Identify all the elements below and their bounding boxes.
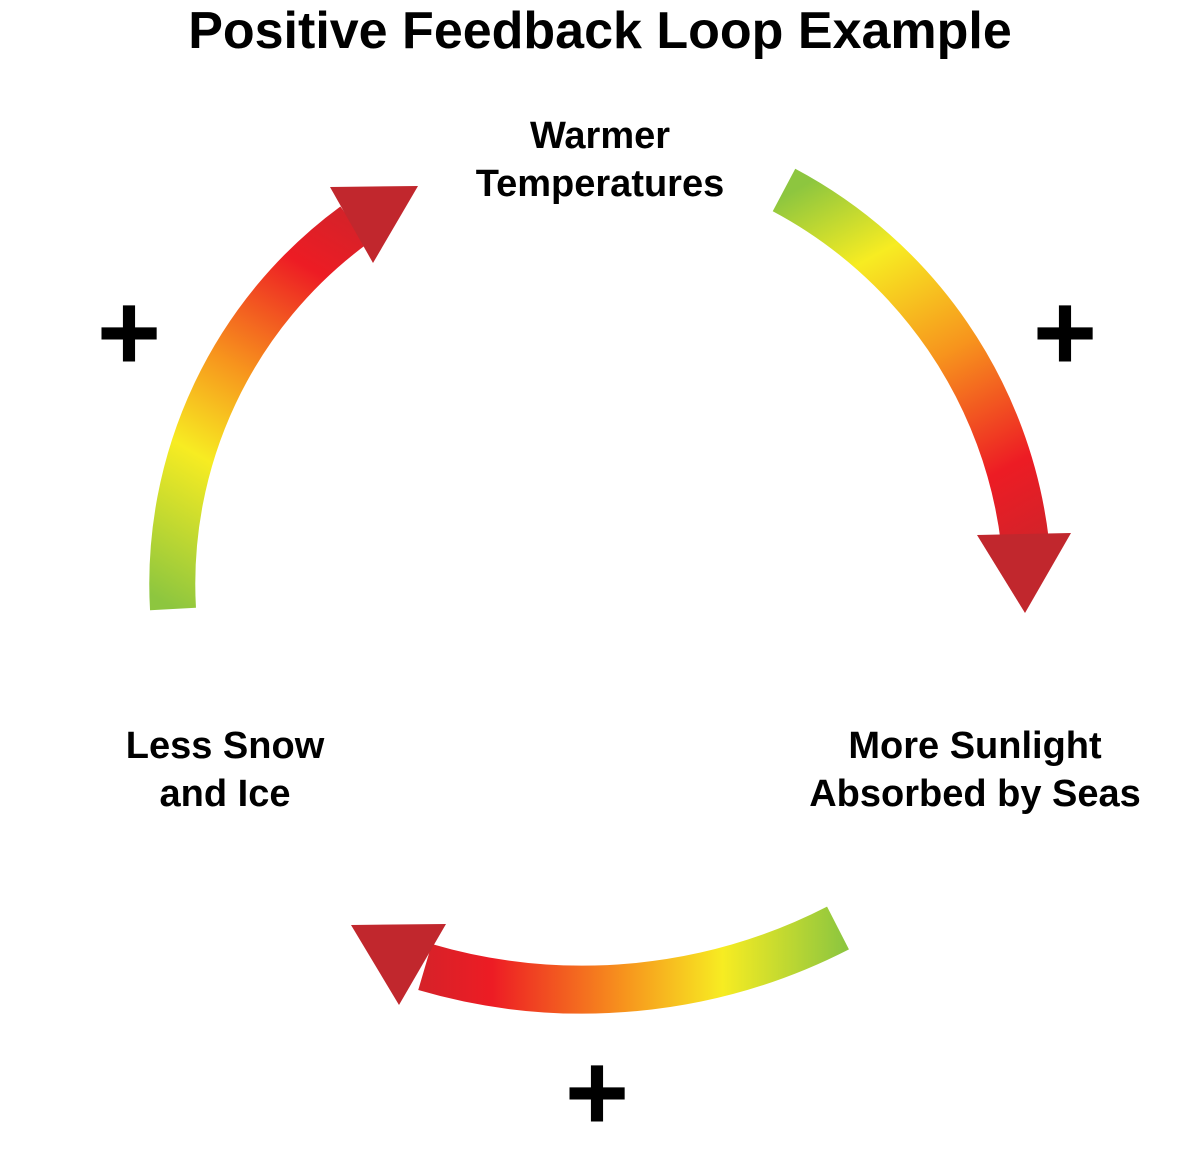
arrow-head	[330, 186, 418, 263]
arrow-head	[351, 924, 446, 1005]
plus-sign-bottom: +	[564, 1031, 630, 1154]
node-warmer-temperatures: Warmer Temperatures	[400, 112, 800, 208]
plus-sign-left: +	[96, 271, 162, 394]
arrow-shaft	[149, 206, 368, 611]
arrow-shaft	[772, 168, 1049, 545]
arrow-shaft	[418, 906, 849, 1014]
node-label-line: Warmer	[529, 115, 671, 157]
arrow-head	[977, 533, 1071, 613]
node-label-line: Temperatures	[475, 163, 725, 205]
node-more-sunlight-absorbed: More Sunlight Absorbed by Seas	[775, 722, 1175, 818]
arrow-temperatures-to-sunlight	[772, 168, 1071, 613]
plus-sign-right: +	[1032, 271, 1098, 394]
arrow-snow-to-temperatures	[149, 186, 418, 611]
node-label-line: Less Snow	[125, 725, 325, 767]
diagram-title: Positive Feedback Loop Example	[188, 2, 1012, 60]
node-less-snow-and-ice: Less Snow and Ice	[75, 722, 375, 818]
node-label-line: More Sunlight	[848, 725, 1102, 767]
arrow-sunlight-to-snow	[351, 906, 849, 1014]
node-label-line: and Ice	[159, 773, 291, 815]
node-label-line: Absorbed by Seas	[809, 773, 1141, 815]
